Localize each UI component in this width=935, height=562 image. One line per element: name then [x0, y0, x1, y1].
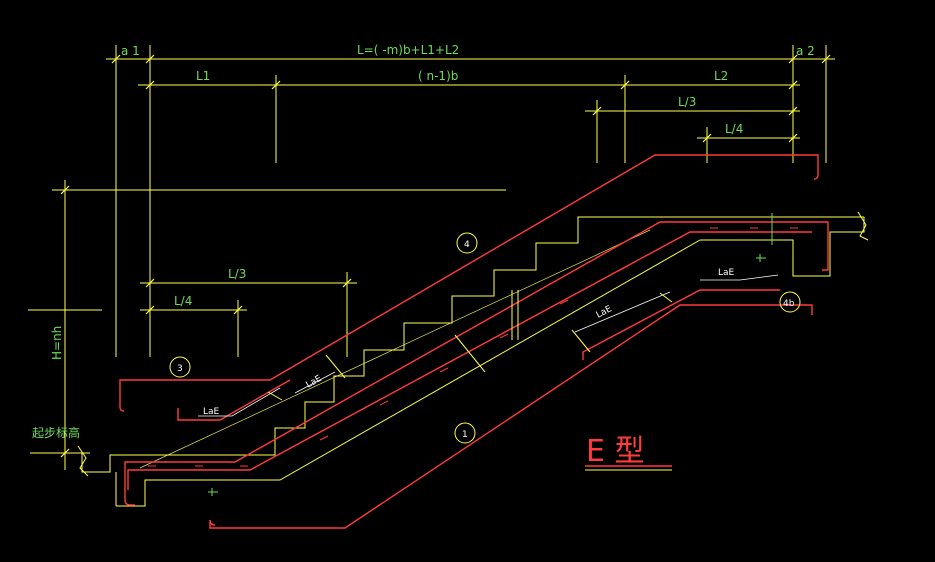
label-l4-left: L/4 [174, 294, 192, 308]
rebar-main-mid [127, 231, 812, 490]
rebar-3-anchor [177, 379, 291, 421]
marker-3-label: 3 [177, 364, 183, 374]
label-total-length: L=( -m)b+L1+L2 [357, 43, 459, 57]
dimension-ticks [60, 54, 831, 458]
rebar-lines [119, 154, 829, 529]
label-height: H=nh [50, 326, 64, 360]
section-marks [267, 290, 673, 401]
marker-1-label: 1 [462, 430, 468, 440]
label-start-level: 起步标高 [32, 425, 80, 440]
marker-3-circle [169, 356, 191, 378]
label-lae-1: LaE [203, 407, 220, 417]
label-l4-top: L/4 [725, 122, 743, 136]
dimension-lines [28, 45, 835, 470]
rebar-dashes [148, 227, 798, 467]
label-l3-top: L/3 [678, 95, 696, 109]
label-a2: a 2 [796, 44, 815, 58]
label-lae-3: LaE [595, 304, 614, 321]
rebar-4 [119, 154, 819, 407]
marker-4b-circle [779, 291, 801, 313]
lae-leaders [198, 274, 779, 417]
upper-landing [700, 217, 865, 277]
label-l1: L1 [196, 69, 210, 83]
label-l3-left: L/3 [228, 267, 246, 281]
label-a1: a 1 [121, 44, 140, 58]
rebar-main-top [124, 221, 829, 500]
green-arrows [208, 213, 773, 496]
diagram-title: E 型 [586, 434, 645, 469]
stair-top-surface [30, 216, 864, 473]
rebar-1 [209, 304, 813, 529]
marker-4b-label: 4b [783, 299, 795, 309]
label-l2: L2 [714, 69, 728, 83]
stair-outline [30, 211, 869, 507]
markers [169, 232, 801, 444]
label-lae-2: LaE [305, 374, 324, 391]
marker-4-circle [456, 232, 478, 254]
label-lae-4: LaE [718, 268, 735, 278]
label-mid-span: ( n-1)b [418, 69, 458, 83]
marker-4-label: 4 [464, 240, 470, 250]
rebar-4b [582, 289, 780, 360]
stair-soffit [116, 239, 701, 507]
marker-1-circle [454, 422, 476, 444]
